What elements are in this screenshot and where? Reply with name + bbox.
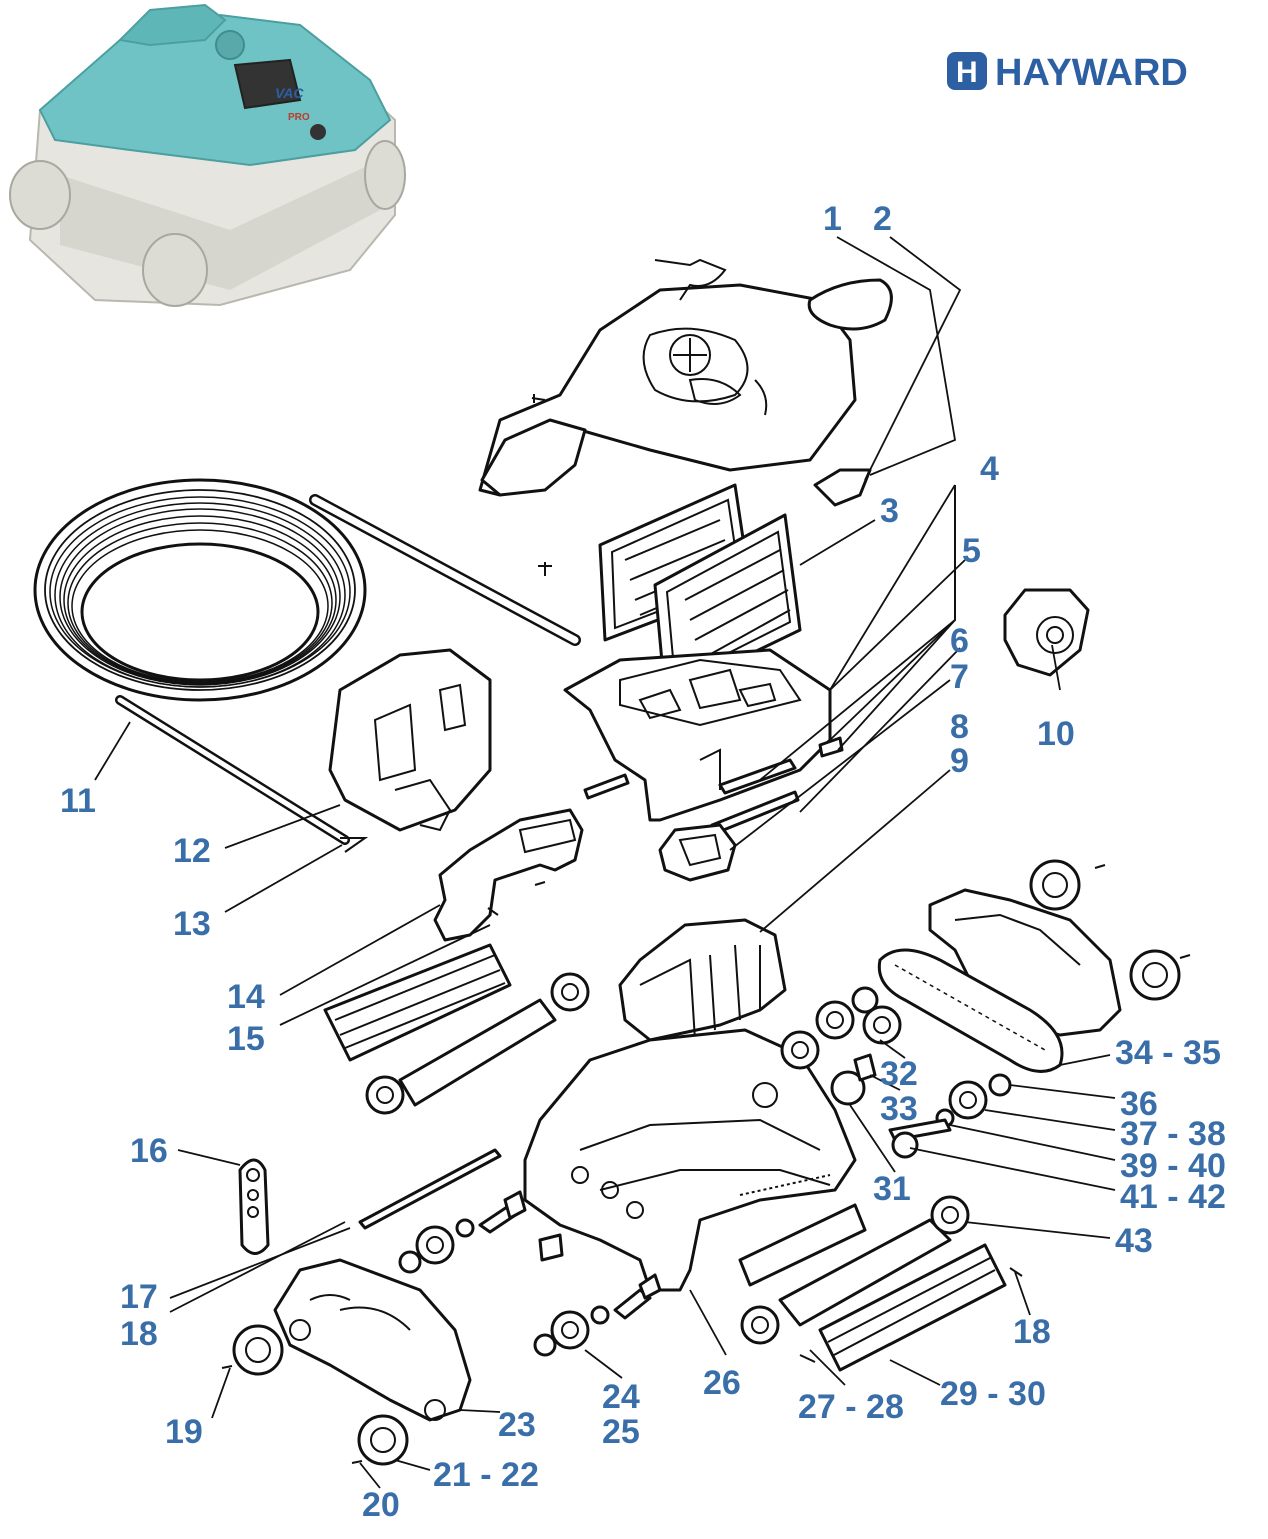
callout-label: 4 [980,450,999,488]
callout-label: 16 [130,1132,168,1170]
callout-label: 1 [823,200,842,238]
filter-panels-part [538,483,802,697]
callout-label: 5 [962,532,981,570]
cable-coil-part [33,478,581,853]
callout-label: 7 [950,658,969,696]
callout-label: 36 [1120,1085,1158,1123]
callout-label: 23 [498,1406,536,1444]
callout-label: 12 [173,832,211,870]
callout-label: 21 - 22 [433,1456,539,1494]
callout-label: 19 [165,1413,203,1451]
callout-label: 34 - 35 [1115,1034,1221,1072]
callout-label: 31 [873,1170,911,1208]
callout-label: 13 [173,905,211,943]
callout-label: 11 [60,782,96,820]
svg-text:H: H [956,56,978,89]
callout-label: 25 [602,1413,640,1451]
callout-numbers: 1 2 3 4 5 6 7 8 9 10 11 12 13 14 15 16 1… [60,200,1226,1524]
callout-label: 6 [950,622,969,660]
handle-part [433,808,584,942]
leader-lines [94,236,1116,1489]
brand-name: HAYWARD [995,52,1188,94]
callout-label: 24 [602,1378,640,1416]
right-side-track-part [877,859,1191,1073]
top-cover-part [478,258,893,507]
hayward-logo: H HAYWARD [947,52,1188,94]
callout-label: 33 [880,1090,918,1128]
callout-label: 18 [1013,1313,1051,1351]
callout-label: 32 [880,1055,918,1093]
filter-body-part [563,648,844,882]
front-brush-part [323,943,590,1115]
callout-label: 14 [227,978,265,1016]
callout-label: 39 - 40 [1120,1147,1226,1185]
callout-label: 18 [120,1315,158,1353]
drive-pulley-part [1003,588,1090,677]
callout-label: 10 [1037,715,1075,753]
callout-label: 43 [1115,1222,1153,1260]
svg-text:VAC: VAC [275,85,304,101]
callout-label: 9 [950,742,969,780]
callout-label: 27 - 28 [798,1388,904,1426]
callout-label: 37 - 38 [1120,1115,1226,1153]
callout-label: 17 [120,1278,158,1316]
rear-brush-part [738,1195,1023,1372]
callout-label: 26 [703,1364,741,1402]
callout-label: 41 - 42 [1120,1178,1226,1216]
callout-label: 20 [362,1486,400,1524]
svg-text:PRO: PRO [288,112,310,123]
callout-label: 15 [227,1020,265,1058]
callout-label: 3 [880,492,899,530]
power-supply-part [328,648,492,832]
chassis-part [523,918,857,1292]
pool-cleaner-robot-image: VAC PRO [9,3,406,307]
callout-label: 8 [950,708,969,746]
left-side-parts [221,1148,662,1466]
callout-label: 29 - 30 [940,1375,1046,1413]
callout-label: 2 [873,200,892,238]
gear-set-part [780,986,1012,1159]
